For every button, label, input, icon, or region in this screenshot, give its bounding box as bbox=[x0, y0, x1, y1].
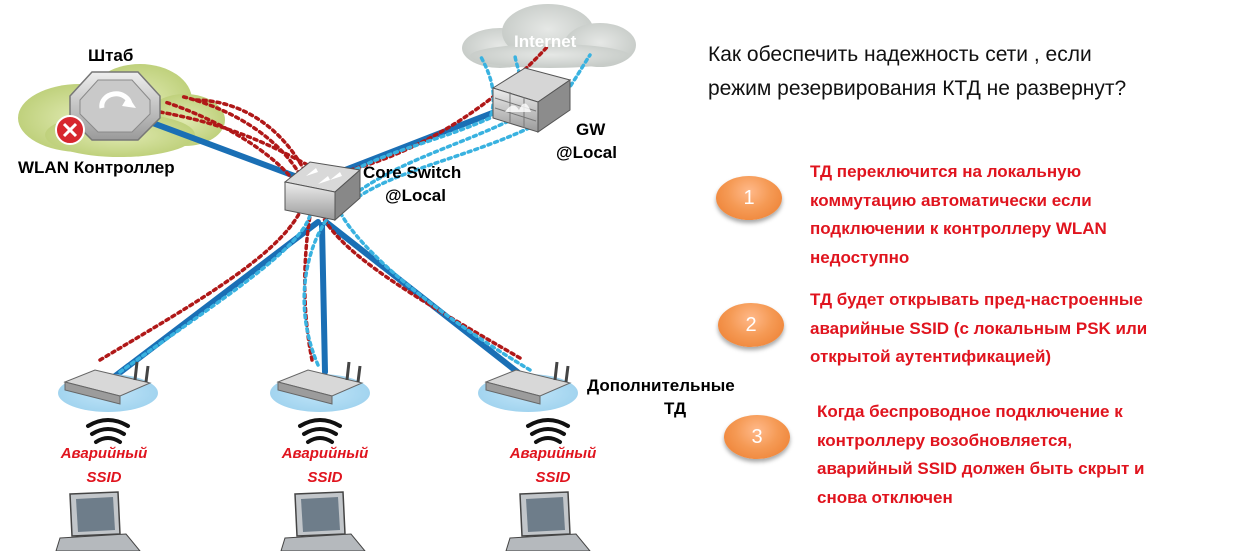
item-line: ТД будет открывать пред-настроенные bbox=[810, 290, 1143, 309]
gw-label-line2: @Local bbox=[556, 143, 617, 162]
laptop-icon-1 bbox=[55, 491, 141, 551]
link-controller-switch bbox=[147, 119, 303, 181]
core-switch-label-line2: @Local bbox=[385, 186, 446, 205]
ssid-label-line2: SSID bbox=[86, 469, 122, 486]
number-badge-3: 3 bbox=[724, 415, 790, 459]
wifi-signal-icon-1 bbox=[86, 418, 130, 444]
emergency-ssid-label-1: Аварийный SSID bbox=[44, 442, 164, 490]
core-switch-label-line1: Core Switch bbox=[363, 163, 462, 182]
item-line: открытой аутентификацией) bbox=[810, 347, 1052, 366]
wlan-controller-label: WLAN Контроллер bbox=[18, 158, 175, 177]
internet-cloud bbox=[462, 4, 636, 68]
item-line: Когда беспроводное подключение к bbox=[817, 402, 1123, 421]
item-line: контроллеру возобновляется, bbox=[817, 430, 1073, 450]
hq-label: Штаб bbox=[88, 46, 134, 65]
item-line: ТД переключится на локальную bbox=[810, 162, 1082, 181]
access-point-1 bbox=[58, 361, 158, 412]
firewall-icon bbox=[491, 67, 572, 133]
access-point-2 bbox=[270, 361, 370, 412]
number-badge-2: 2 bbox=[718, 303, 784, 347]
item-1-text: ТД переключится на локальную коммутацию … bbox=[810, 158, 1212, 272]
wifi-signal-icon-2 bbox=[298, 418, 342, 444]
item-line: подключении к контроллеру WLAN bbox=[810, 219, 1107, 238]
core-switch-icon bbox=[283, 161, 362, 222]
wlan-controller-device bbox=[69, 71, 161, 141]
link-switch-ap2 bbox=[319, 222, 328, 375]
emergency-ssid-label-2: Аварийный SSID bbox=[265, 442, 385, 490]
question-line1: Как обеспечить надежность сети , если bbox=[708, 43, 1092, 66]
access-point-3 bbox=[478, 361, 578, 412]
internet-label: Internet bbox=[514, 32, 577, 51]
item-line: аварийные SSID (с локальным PSK или bbox=[810, 318, 1148, 338]
ssid-label-line1: Аварийный bbox=[281, 445, 369, 462]
item-line: коммутацию автоматически если bbox=[810, 190, 1092, 210]
question-line2: режим резервирования КТД не развернут? bbox=[708, 77, 1127, 100]
laptop-icon-3 bbox=[505, 491, 591, 551]
item-line: недоступно bbox=[810, 247, 910, 267]
gw-label-line1: GW bbox=[576, 120, 606, 139]
error-icon bbox=[55, 115, 85, 145]
extra-ap-label-line1: Дополнительные bbox=[587, 376, 735, 395]
emergency-ssid-label-3: Аварийный SSID bbox=[493, 442, 613, 490]
laptop-icon-2 bbox=[280, 491, 366, 551]
item-line: снова отключен bbox=[817, 487, 953, 507]
question-heading: Как обеспечить надежность сети , если ре… bbox=[708, 38, 1208, 106]
item-2-text: ТД будет открывать пред-настроенные авар… bbox=[810, 286, 1214, 372]
number-badge-1: 1 bbox=[716, 176, 782, 220]
item-3-text: Когда беспроводное подключение к контрол… bbox=[817, 398, 1220, 512]
extra-ap-label-line2: ТД bbox=[664, 399, 687, 418]
network-diagram bbox=[18, 4, 636, 551]
item-line: аварийный SSID должен быть скрыт и bbox=[817, 459, 1145, 478]
ssid-label-line1: Аварийный bbox=[509, 445, 597, 462]
ssid-label-line1: Аварийный bbox=[60, 445, 148, 462]
wifi-signal-icon-3 bbox=[526, 418, 570, 444]
ssid-label-line2: SSID bbox=[535, 469, 571, 486]
ssid-label-line2: SSID bbox=[307, 469, 343, 486]
